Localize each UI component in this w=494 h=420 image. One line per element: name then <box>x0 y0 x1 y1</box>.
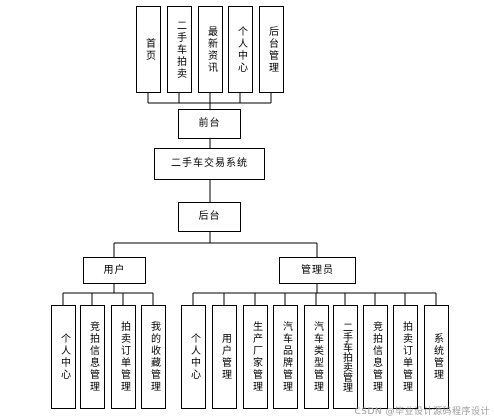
node-label: 汽车类型管理 <box>311 321 323 393</box>
node-manager: 管理员 <box>279 257 356 284</box>
node-mgr-user: 用户管理 <box>212 305 237 409</box>
node-mgr-bid-info: 竞拍信息管理 <box>363 305 388 409</box>
node-label: 竞拍信息管理 <box>370 321 382 393</box>
node-mgr-system: 系统管理 <box>424 305 449 409</box>
watermark: CSDN @毕业设计源码程序设计 <box>354 407 490 417</box>
node-back: 后台 <box>178 202 241 232</box>
node-user-bid-info: 竞拍信息管理 <box>80 305 105 409</box>
node-label: 最新资讯 <box>205 25 217 74</box>
node-label: 用户 <box>103 264 126 276</box>
node-label: 生产厂家管理 <box>250 321 262 393</box>
node-label: 系统管理 <box>431 333 443 381</box>
node-label: 后台 <box>198 211 221 222</box>
node-label: 首页 <box>143 37 155 62</box>
node-user-auction-order: 拍卖订单管理 <box>111 305 136 409</box>
connector-manager-tree <box>192 284 437 305</box>
node-mgr-center: 个人中心 <box>181 305 206 409</box>
node-front-user-center: 个人中心 <box>228 6 253 93</box>
node-label: 前台 <box>198 118 221 129</box>
node-user-center: 个人中心 <box>51 305 76 409</box>
node-mgr-brand: 汽车品牌管理 <box>273 305 298 409</box>
node-label: 个人中心 <box>58 333 70 381</box>
node-mgr-type: 汽车类型管理 <box>304 305 329 409</box>
node-label: 拍卖订单管理 <box>118 321 130 393</box>
node-user: 用户 <box>83 257 146 284</box>
node-front-news: 最新资讯 <box>198 6 223 93</box>
connector-front-tree <box>147 93 272 109</box>
node-mgr-auction: 二手车拍卖管理 <box>333 305 358 409</box>
node-label: 我的收藏管理 <box>148 321 160 393</box>
node-label: 二手车交易系统 <box>171 158 248 169</box>
node-label: 二手车拍卖管理 <box>340 322 352 392</box>
node-label: 汽车品牌管理 <box>280 321 292 393</box>
node-label: 管理员 <box>301 264 334 276</box>
node-label: 个人中心 <box>188 333 200 381</box>
node-mgr-auction-order: 拍卖订单管理 <box>393 305 418 409</box>
node-front: 前台 <box>178 109 241 139</box>
node-label: 后台管理 <box>266 25 278 74</box>
node-front-home: 首页 <box>136 6 161 93</box>
node-front-auction: 二手车拍卖 <box>167 6 192 93</box>
node-label: 拍卖订单管理 <box>400 321 412 393</box>
connector-user-tree <box>62 284 154 305</box>
node-system: 二手车交易系统 <box>154 148 265 180</box>
node-label: 用户管理 <box>219 333 231 381</box>
node-label: 竞拍信息管理 <box>87 321 99 393</box>
connector-back-roles <box>113 232 318 257</box>
node-label: 二手车拍卖 <box>174 19 186 80</box>
node-user-favorites: 我的收藏管理 <box>141 305 166 409</box>
node-front-admin: 后台管理 <box>259 6 284 93</box>
node-label: 个人中心 <box>235 25 247 74</box>
node-mgr-maker: 生产厂家管理 <box>243 305 268 409</box>
